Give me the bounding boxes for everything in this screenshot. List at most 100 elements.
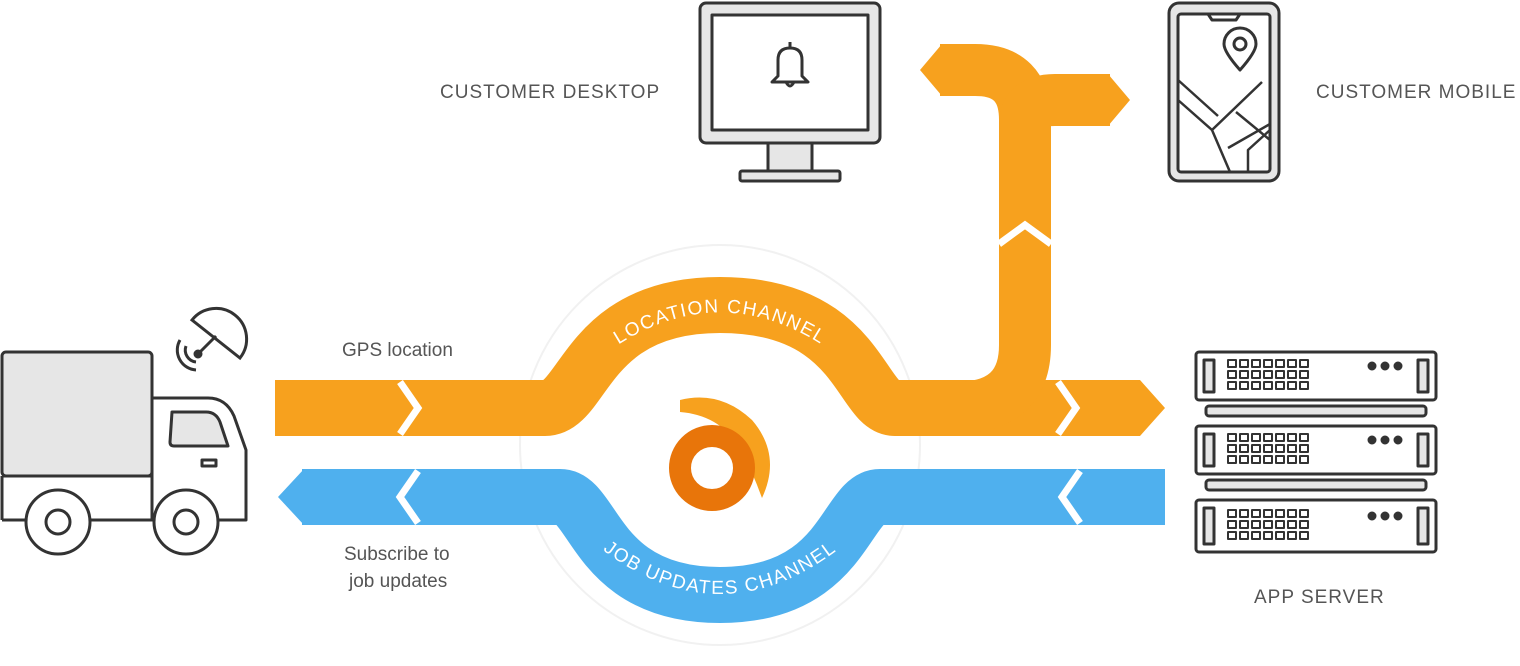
- server-vent: [1227, 444, 1237, 453]
- server-rack-icon: [1194, 350, 1438, 554]
- server-status-light: [1393, 361, 1403, 371]
- server-vent: [1275, 455, 1285, 464]
- subscribe-label-line2: job updates: [349, 571, 448, 592]
- server-vent: [1287, 433, 1297, 442]
- server-vent: [1251, 370, 1261, 379]
- server-status-light: [1380, 511, 1390, 521]
- server-vent: [1299, 381, 1309, 390]
- server-vent: [1275, 381, 1285, 390]
- server-vent: [1239, 359, 1249, 368]
- job-updates-channel-path: JOB UPDATES CHANNEL: [278, 469, 1165, 624]
- server-vent: [1299, 455, 1309, 464]
- server-status-light: [1393, 511, 1403, 521]
- server-vent: [1239, 455, 1249, 464]
- server-status-light: [1380, 361, 1390, 371]
- server-vent: [1287, 520, 1297, 529]
- server-vent: [1263, 381, 1273, 390]
- server-vent: [1263, 520, 1273, 529]
- server-vent: [1227, 455, 1237, 464]
- server-vent: [1227, 359, 1237, 368]
- server-vent: [1299, 509, 1309, 518]
- server-vent: [1287, 531, 1297, 540]
- desktop-monitor-icon: [698, 1, 882, 183]
- server-vent: [1299, 520, 1309, 529]
- ably-logo-icon: [669, 397, 770, 511]
- server-vent: [1251, 520, 1261, 529]
- server-vent: [1251, 509, 1261, 518]
- hub-halo: [519, 244, 921, 646]
- server-status-light: [1367, 511, 1377, 521]
- map-pin-icon: [1222, 26, 1258, 72]
- job-updates-arrowhead: [278, 469, 304, 525]
- server-vent: [1251, 455, 1261, 464]
- server-vent: [1263, 444, 1273, 453]
- server-vent: [1239, 444, 1249, 453]
- location-channel-arrowhead: [1140, 380, 1165, 436]
- gps-location-label: GPS location: [342, 340, 453, 361]
- server-vent: [1239, 370, 1249, 379]
- server-status-light: [1367, 361, 1377, 371]
- server-status-light: [1393, 435, 1403, 445]
- server-vent: [1275, 359, 1285, 368]
- server-vent: [1251, 359, 1261, 368]
- chevron-right-icon: [1055, 380, 1081, 436]
- job-updates-channel-band: [302, 469, 1165, 624]
- branch-to-mobile: [999, 74, 1110, 129]
- chevron-left-icon: [1057, 469, 1083, 525]
- server-vent: [1251, 433, 1261, 442]
- customer-mobile-label: CUSTOMER MOBILE: [1316, 82, 1517, 103]
- server-vent: [1227, 509, 1237, 518]
- server-vent: [1263, 433, 1273, 442]
- server-vent: [1275, 509, 1285, 518]
- server-vent: [1287, 359, 1297, 368]
- server-vent: [1227, 433, 1237, 442]
- server-vent: [1239, 433, 1249, 442]
- server-vent: [1251, 531, 1261, 540]
- server-vent: [1227, 520, 1237, 529]
- server-vent: [1275, 433, 1285, 442]
- server-vent: [1287, 370, 1297, 379]
- server-vent: [1251, 444, 1261, 453]
- server-vent: [1227, 370, 1237, 379]
- server-vent: [1287, 444, 1297, 453]
- satellite-dish-icon: [175, 306, 249, 372]
- server-vent: [1287, 455, 1297, 464]
- server-vent: [1227, 381, 1237, 390]
- server-vent: [1263, 509, 1273, 518]
- server-vent: [1275, 370, 1285, 379]
- branch-to-desktop: [940, 44, 1051, 434]
- server-vent: [1299, 444, 1309, 453]
- server-vent: [1251, 381, 1261, 390]
- mobile-arrowhead: [1108, 74, 1130, 126]
- app-server-label: APP SERVER: [1254, 587, 1385, 608]
- subscribe-label-line1: Subscribe to: [344, 544, 450, 565]
- server-vent: [1263, 455, 1273, 464]
- delivery-truck-icon: [0, 350, 248, 556]
- server-vent: [1263, 531, 1273, 540]
- desktop-arrowhead: [920, 44, 942, 96]
- server-vent: [1239, 509, 1249, 518]
- server-vent: [1239, 520, 1249, 529]
- server-vent: [1299, 433, 1309, 442]
- server-vent: [1275, 444, 1285, 453]
- server-status-light: [1367, 435, 1377, 445]
- server-vent: [1299, 359, 1309, 368]
- chevron-right-icon: [397, 380, 423, 436]
- server-vent: [1275, 520, 1285, 529]
- server-vent: [1299, 370, 1309, 379]
- server-vent: [1263, 370, 1273, 379]
- server-vent: [1275, 531, 1285, 540]
- server-vent: [1287, 381, 1297, 390]
- bell-icon: [770, 42, 810, 88]
- server-vent: [1227, 531, 1237, 540]
- location-channel-band: [275, 276, 1140, 436]
- chevron-left-icon: [395, 469, 421, 525]
- server-status-light: [1380, 435, 1390, 445]
- server-vent: [1239, 531, 1249, 540]
- server-vent: [1263, 359, 1273, 368]
- mobile-phone-icon: [1167, 1, 1281, 183]
- location-channel-path: LOCATION CHANNEL: [275, 44, 1165, 436]
- server-vent: [1299, 531, 1309, 540]
